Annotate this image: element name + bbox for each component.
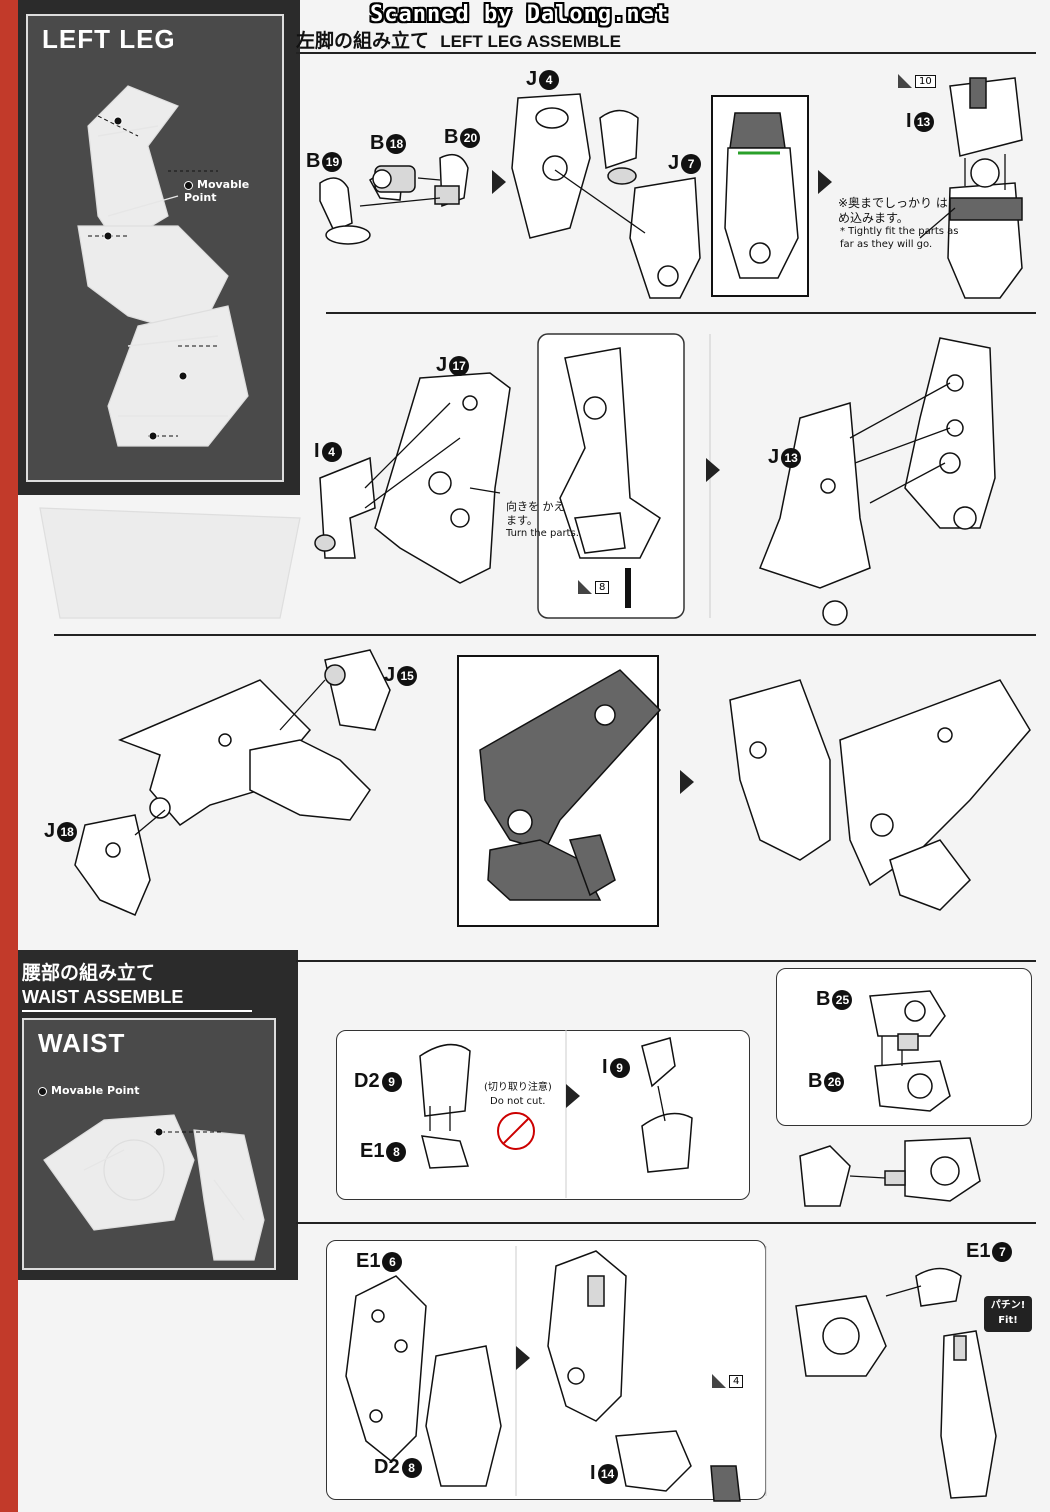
turn-note-en: Turn the parts. <box>506 528 579 539</box>
fit-badge: パチン! Fit! <box>984 1296 1032 1332</box>
do-not-cut-jp: (切り取り注意) <box>484 1082 552 1093</box>
waist-step2-illustration <box>345 1246 997 1502</box>
waist-side-title: WAIST <box>38 1028 126 1058</box>
step-divider-1 <box>326 312 1036 314</box>
tool-reference-8: 8 <box>578 580 610 594</box>
nipper-icon <box>578 580 592 594</box>
turn-note-jp: 向きを かえます。 <box>506 500 565 527</box>
left-leg-heading-jp: 左脚の組み立て <box>296 31 430 52</box>
waist-heading-jp: 腰部の組み立て <box>22 963 156 984</box>
fit-note-en: * Tightly fit the parts as far as they w… <box>840 226 959 250</box>
leg-step1-illustration <box>319 77 1023 299</box>
scanner-watermark: Scanned by Dalong.net <box>370 2 670 27</box>
left-leg-ghost-illustration <box>77 85 249 447</box>
leg-step3-illustration <box>74 649 1031 927</box>
nipper-icon <box>898 74 912 88</box>
movable-point-icon <box>184 180 193 190</box>
leg-step2-illustration <box>39 333 996 626</box>
waist-heading-en: WAIST ASSEMBLE <box>22 987 184 1007</box>
red-edge-stripe <box>0 0 18 1512</box>
movable-point-icon <box>38 1086 47 1096</box>
waist-top-rule <box>296 960 1036 962</box>
waist-step1-illustration <box>419 990 981 1207</box>
left-leg-heading-en: LEFT LEG ASSEMBLE <box>440 32 622 51</box>
nipper-icon <box>712 1374 726 1388</box>
left-leg-heading: 左脚の組み立て LEFT LEG ASSEMBLE <box>296 26 621 53</box>
waist-heading-underline <box>22 1010 252 1012</box>
left-leg-side-title: LEFT LEG <box>42 24 176 54</box>
waist-ghost-illustration <box>43 1114 265 1261</box>
heading-underline <box>296 52 1036 54</box>
tool-reference-10: 10 <box>898 74 936 88</box>
left-leg-movable-point: Movable Point <box>184 178 250 204</box>
waist-step-divider <box>296 1222 1036 1224</box>
left-leg-reference-box: LEFT LEG Movable Point <box>26 14 284 482</box>
waist-reference-box: WAIST Movable Point <box>22 1018 276 1270</box>
step-divider-2 <box>54 634 1036 636</box>
fit-note-jp: ※奥までしっかり はめ込みます。 <box>838 196 948 225</box>
tool-reference-4: 4 <box>712 1374 744 1388</box>
waist-movable-point: Movable Point <box>38 1084 140 1097</box>
do-not-cut-en: Do not cut. <box>490 1096 546 1107</box>
waist-heading: 腰部の組み立て WAIST ASSEMBLE <box>22 958 183 1008</box>
